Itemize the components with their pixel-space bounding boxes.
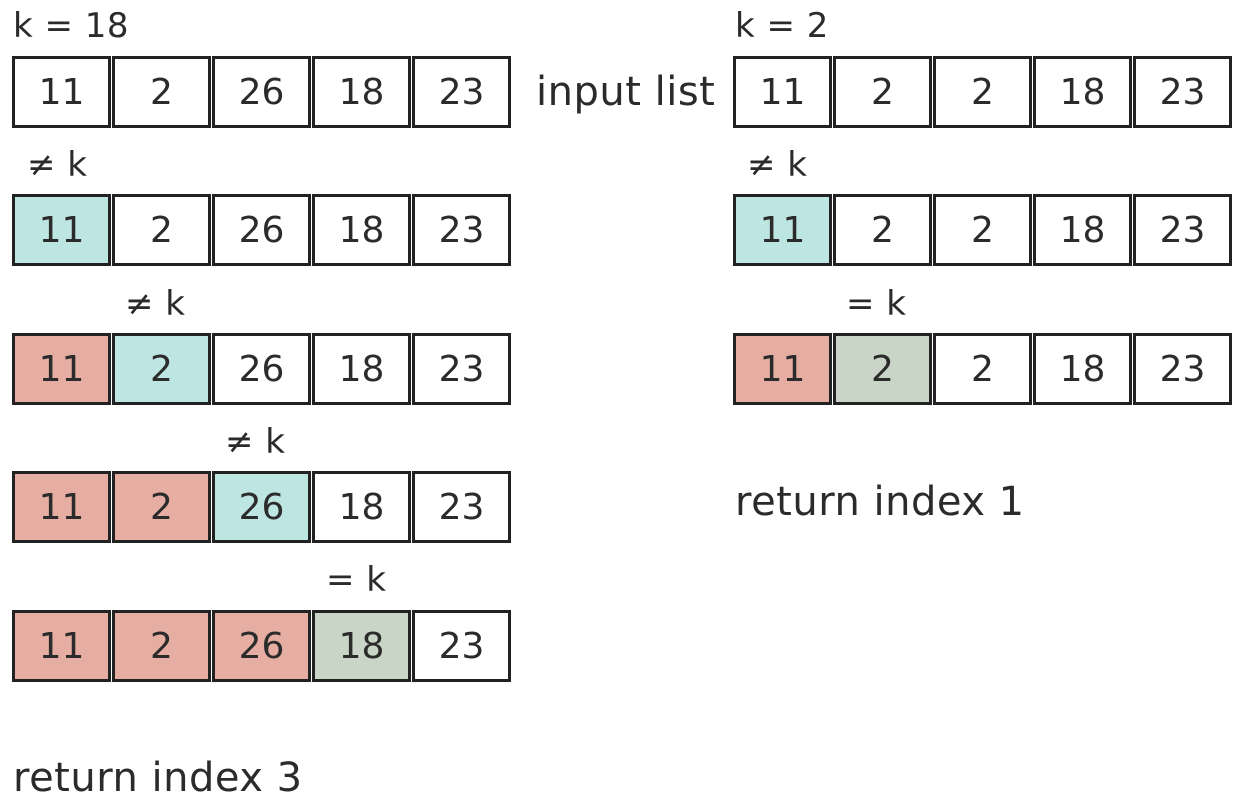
array-cell: 18 <box>312 333 411 405</box>
array-cell: 2 <box>933 56 1032 128</box>
array-cell: 18 <box>1033 56 1132 128</box>
array-cell: 18 <box>312 56 411 128</box>
array-cell: 2 <box>112 471 211 543</box>
array-cell: 2 <box>833 333 932 405</box>
step-note-left-2: ≠ k <box>125 284 186 324</box>
array-cell: 23 <box>1133 333 1232 405</box>
array-cell: 11 <box>733 333 832 405</box>
array-cell: 23 <box>1133 194 1232 266</box>
array-cell: 2 <box>112 610 211 682</box>
array-cell: 2 <box>933 194 1032 266</box>
array-cell: 26 <box>212 56 311 128</box>
step-note-left-4: = k <box>326 560 387 600</box>
array-cell: 23 <box>412 610 511 682</box>
array-cell: 2 <box>933 333 1032 405</box>
array-cell: 26 <box>212 471 311 543</box>
array-cell: 2 <box>112 333 211 405</box>
array-cell: 2 <box>112 56 211 128</box>
k-label-left: k = 18 <box>13 6 130 46</box>
array-cell: 23 <box>412 56 511 128</box>
array-cell: 2 <box>112 194 211 266</box>
result-right: return index 1 <box>735 479 1025 525</box>
array-cell: 11 <box>12 333 111 405</box>
array-cell: 18 <box>312 471 411 543</box>
array-cell: 18 <box>1033 333 1132 405</box>
input-list-label: input list <box>536 69 716 115</box>
array-cell: 11 <box>12 610 111 682</box>
array-cell: 2 <box>833 56 932 128</box>
array-cell: 23 <box>412 194 511 266</box>
array-cell: 18 <box>312 194 411 266</box>
array-cell: 11 <box>733 194 832 266</box>
array-cell: 23 <box>412 333 511 405</box>
array-cell: 26 <box>212 194 311 266</box>
array-cell: 26 <box>212 610 311 682</box>
array-cell: 11 <box>12 471 111 543</box>
array-cell: 11 <box>12 56 111 128</box>
array-cell: 23 <box>412 471 511 543</box>
step-note-right-2: = k <box>846 284 907 324</box>
result-left: return index 3 <box>13 755 303 801</box>
step-note-left-1: ≠ k <box>27 145 88 185</box>
array-cell: 18 <box>312 610 411 682</box>
k-label-right: k = 2 <box>735 6 829 46</box>
array-cell: 18 <box>1033 194 1132 266</box>
array-cell: 11 <box>733 56 832 128</box>
array-cell: 2 <box>833 194 932 266</box>
step-note-right-1: ≠ k <box>747 145 808 185</box>
array-cell: 23 <box>1133 56 1232 128</box>
array-cell: 11 <box>12 194 111 266</box>
step-note-left-3: ≠ k <box>225 422 286 462</box>
array-cell: 26 <box>212 333 311 405</box>
